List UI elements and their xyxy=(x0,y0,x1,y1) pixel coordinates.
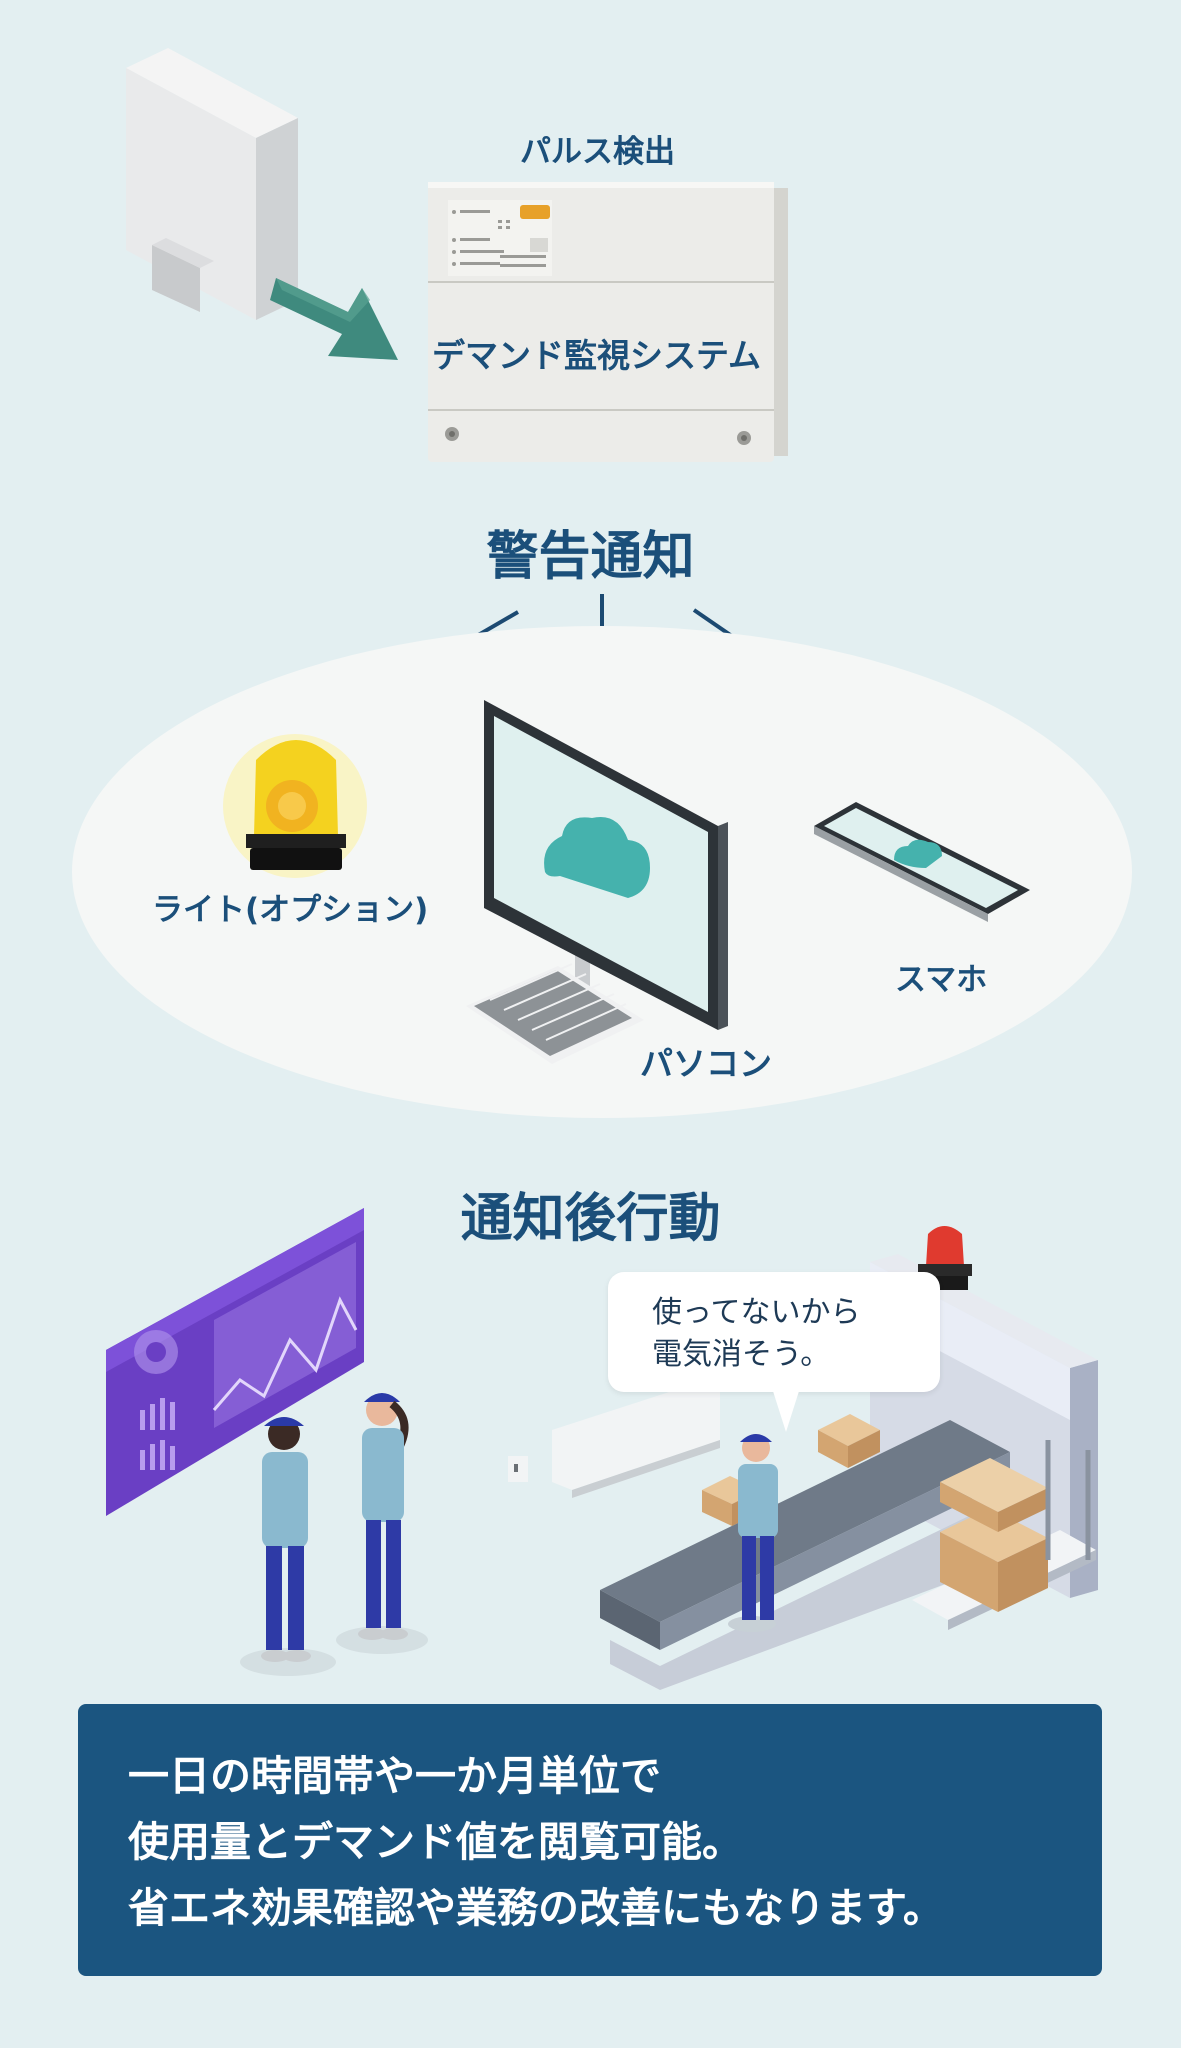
air-conditioner-icon xyxy=(508,1382,720,1498)
info-line-2: 使用量とデマンド値を閲覧可能。 xyxy=(128,1818,743,1866)
pc-monitor-icon xyxy=(466,700,728,1064)
cardboard-boxes-icon xyxy=(702,1414,1096,1630)
demand-system-device-icon xyxy=(428,182,788,462)
pulse-arrow-icon xyxy=(270,278,398,360)
warning-light-icon xyxy=(223,734,367,878)
light-option-label: ライト(オプション) xyxy=(152,892,429,928)
dashboard-screen-icon xyxy=(106,1208,364,1516)
pulse-detection-label: パルス検出 xyxy=(520,134,675,170)
info-line-1: 一日の時間帯や一か月単位で xyxy=(128,1752,661,1800)
pc-label: パソコン xyxy=(640,1044,772,1083)
workers-icon xyxy=(240,1393,428,1676)
speech-bubble-line-2: 電気消そう。 xyxy=(652,1337,831,1372)
alert-notification-heading: 警告通知 xyxy=(486,527,695,587)
speech-bubble-line-1: 使ってないから xyxy=(652,1295,861,1330)
conveyor-worker-icon xyxy=(728,1434,778,1632)
speech-bubble-text: 使ってないから 電気消そう。 xyxy=(652,1292,861,1376)
post-notification-action-heading: 通知後行動 xyxy=(460,1189,721,1249)
meter-device-icon xyxy=(126,48,298,320)
speech-bubble-tail xyxy=(772,1388,800,1432)
info-box: 一日の時間帯や一か月単位で 使用量とデマンド値を閲覧可能。 省エネ効果確認や業務… xyxy=(78,1704,1102,1976)
speech-bubble: 使ってないから 電気消そう。 xyxy=(608,1272,940,1392)
info-line-3: 省エネ効果確認や業務の改善にもなります。 xyxy=(128,1884,944,1932)
smartphone-label: スマホ xyxy=(895,962,988,998)
demand-system-label: デマンド監視システム xyxy=(432,336,762,375)
smartphone-icon xyxy=(814,802,1030,922)
